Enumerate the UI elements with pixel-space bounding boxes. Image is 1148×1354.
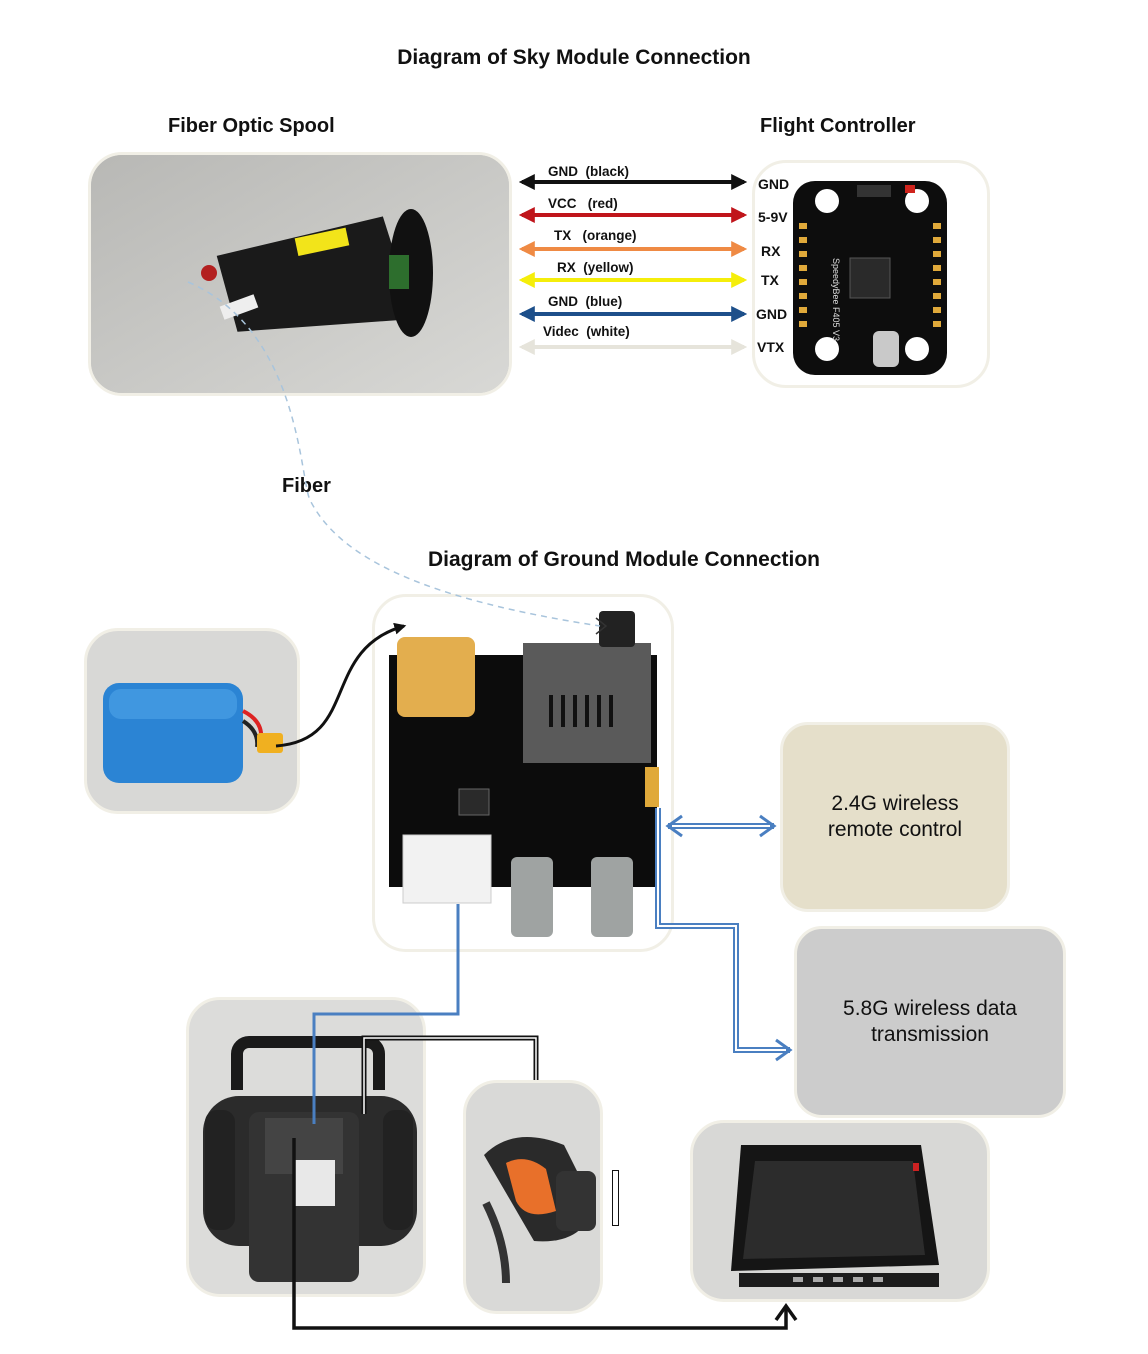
battery-illustration bbox=[103, 683, 283, 783]
fiber-connector-mark bbox=[595, 617, 608, 635]
pin-tx: TX bbox=[761, 272, 779, 288]
data-link-head bbox=[775, 1038, 793, 1062]
ground-module-board bbox=[389, 611, 659, 937]
fiber-dashed-line bbox=[187, 281, 601, 627]
pin-rx: RX bbox=[761, 243, 781, 259]
battery-power-arrow bbox=[275, 622, 407, 748]
remote-controller-illustration bbox=[203, 1036, 417, 1282]
battery-photo bbox=[84, 628, 300, 814]
spool-label: Fiber Optic Spool bbox=[168, 115, 335, 137]
wire-label-rx-yellow: RX (yellow) bbox=[557, 260, 634, 275]
spool-illustration bbox=[91, 155, 509, 393]
data-link-inner bbox=[657, 808, 786, 1051]
data-5-8g-label: 5.8G wireless data transmission bbox=[843, 997, 1017, 1046]
board-to-remote-line bbox=[312, 904, 460, 1124]
data-link-outer bbox=[655, 808, 790, 1053]
pin-5-9v: 5-9V bbox=[758, 209, 788, 225]
spool-photo bbox=[88, 152, 512, 396]
pin-gnd-1: GND bbox=[758, 176, 790, 192]
rc-2-4g-label: 2.4G wireless remote control bbox=[827, 792, 963, 841]
ground-module-photo bbox=[372, 594, 674, 952]
monitor-illustration bbox=[731, 1145, 939, 1287]
wire-label-gnd-blue: GND (blue) bbox=[548, 294, 623, 309]
goggles-photo bbox=[463, 1080, 603, 1314]
remote-to-monitor-line bbox=[292, 1138, 788, 1330]
remote-to-goggles-outer bbox=[361, 1035, 539, 1114]
rc-link-head-right bbox=[759, 814, 777, 838]
board-silkscreen: SpeedyBee F405 V3 bbox=[831, 258, 841, 341]
monitor-photo bbox=[690, 1120, 990, 1302]
remote-to-goggles-inner bbox=[363, 1037, 537, 1114]
pin-gnd-2: GND bbox=[756, 306, 788, 322]
wire-label-video-white: Videc (white) bbox=[543, 324, 630, 339]
wire-label-tx-orange: TX (orange) bbox=[554, 228, 637, 243]
pin-vtx: VTX bbox=[757, 339, 785, 355]
rc-link-head-left bbox=[665, 814, 683, 838]
flight-controller-photo: SpeedyBee F405 V3 bbox=[752, 160, 990, 388]
flight-controller-board: SpeedyBee F405 V3 bbox=[793, 181, 947, 375]
remote-controller-photo bbox=[186, 997, 426, 1297]
data-5-8g-box: 5.8G wireless data transmission bbox=[794, 926, 1066, 1118]
ground-diagram-title: Diagram of Ground Module Connection bbox=[428, 548, 820, 571]
sky-diagram-title: Diagram of Sky Module Connection bbox=[397, 46, 751, 69]
rc-2-4g-box: 2.4G wireless remote control bbox=[780, 722, 1010, 912]
remote-to-monitor-head bbox=[774, 1302, 798, 1322]
goggles-illustration bbox=[482, 1137, 596, 1284]
flight-controller-label: Flight Controller bbox=[760, 115, 916, 137]
goggles-antenna bbox=[612, 1170, 619, 1226]
